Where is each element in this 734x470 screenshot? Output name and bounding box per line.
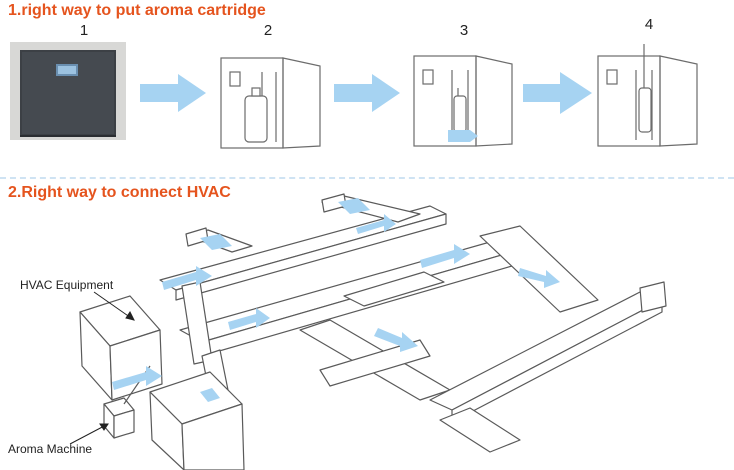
hvac-equipment-unit: [79, 295, 163, 401]
step-number-2: 2: [263, 22, 273, 39]
step-arrow-1: [140, 74, 206, 112]
aroma-machine-label: Aroma Machine: [8, 442, 93, 456]
aroma-machine-photo: [10, 42, 126, 140]
hvac-equipment-label: HVAC Equipment: [20, 278, 114, 292]
cabinet-step-3: [413, 55, 513, 147]
hvac-section-title: 2.Right way to connect HVAC: [8, 184, 231, 201]
step-number-4: 4: [644, 16, 654, 33]
cartridge-section-title: 1.right way to put aroma cartridge: [8, 2, 266, 19]
callout-leaders: [69, 291, 135, 445]
step-number-1: 1: [79, 22, 89, 39]
air-handler-base: [149, 371, 245, 470]
section-divider: [0, 177, 734, 179]
step-arrow-3: [523, 72, 592, 114]
insert-arrow: [448, 130, 478, 142]
aroma-machine-box: [103, 365, 151, 439]
airflow-arrows: [112, 198, 560, 402]
cabinet-step-2: [220, 57, 321, 149]
step-arrow-2: [334, 74, 400, 112]
step-number-3: 3: [459, 22, 469, 39]
cabinet-step-4: [597, 44, 698, 147]
